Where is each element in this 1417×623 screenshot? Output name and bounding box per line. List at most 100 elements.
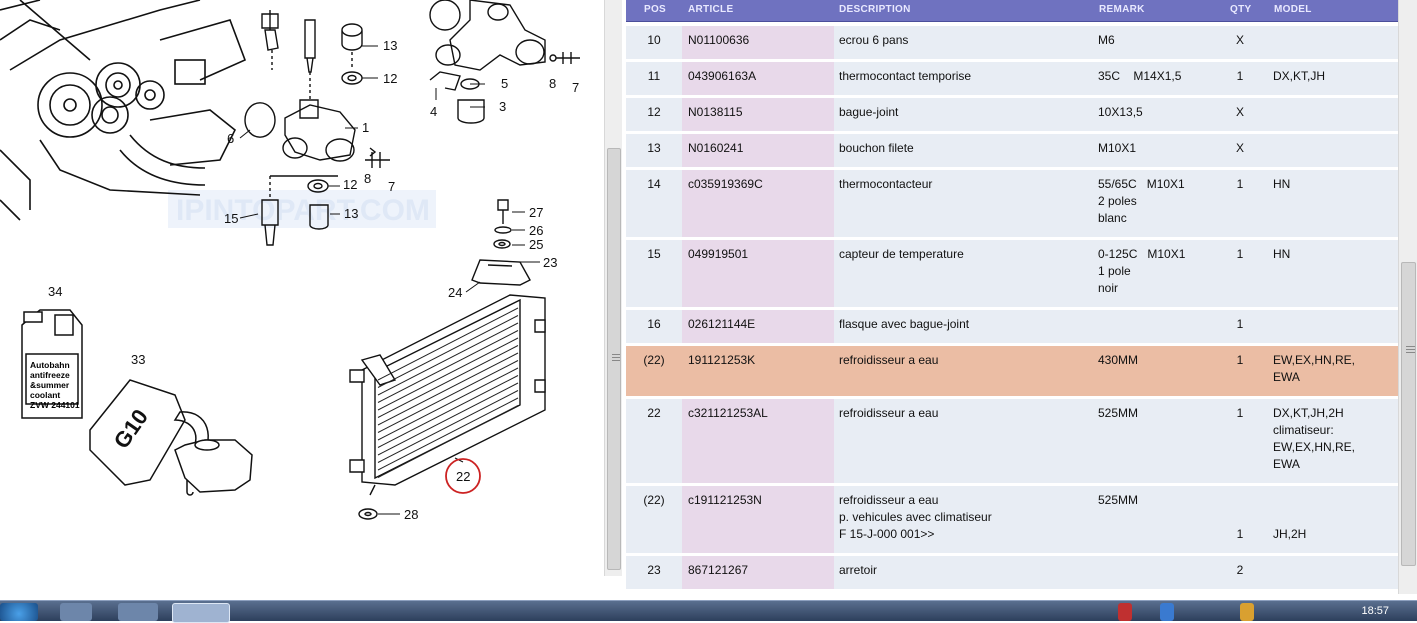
diagram-scrollbar-thumb[interactable] bbox=[607, 148, 621, 570]
callout-number[interactable]: 27 bbox=[529, 205, 543, 220]
cell-description: thermocontact temporise bbox=[839, 68, 971, 85]
callout-number[interactable]: 23 bbox=[543, 255, 557, 270]
callout-number[interactable]: 15 bbox=[224, 211, 238, 226]
thermo-parts-drawing bbox=[244, 10, 390, 246]
cell-model bbox=[1273, 562, 1276, 579]
header-model[interactable]: MODEL bbox=[1274, 4, 1312, 15]
cell-qty: X bbox=[1230, 32, 1250, 49]
header-remark[interactable]: REMARK bbox=[1099, 4, 1145, 15]
start-button[interactable] bbox=[0, 603, 38, 621]
callout-number[interactable]: 12 bbox=[383, 71, 397, 86]
cell-description-line: thermocontacteur bbox=[839, 177, 933, 191]
callout-number[interactable]: 13 bbox=[383, 38, 397, 53]
cell-model-line: HN bbox=[1273, 247, 1291, 261]
cell-qty-line: X bbox=[1235, 105, 1244, 119]
callout-number[interactable]: 34 bbox=[48, 284, 62, 299]
cell-model-line bbox=[1273, 492, 1306, 509]
callout-number[interactable]: 22 bbox=[456, 469, 470, 484]
cell-description: ecrou 6 pans bbox=[839, 32, 908, 49]
table-scrollbar[interactable] bbox=[1398, 0, 1417, 594]
cell-remark: 430MM bbox=[1098, 352, 1138, 369]
cell-description: arretoir bbox=[839, 562, 877, 579]
cell-pos-line: 15 bbox=[647, 247, 661, 261]
cell-description-line: F 15-J-000 001>> bbox=[839, 527, 935, 541]
cell-model: DX,KT,JH bbox=[1273, 68, 1325, 85]
cell-description: thermocontacteur bbox=[839, 176, 932, 193]
cell-qty: X bbox=[1230, 104, 1250, 121]
header-qty[interactable]: QTY bbox=[1230, 4, 1252, 15]
callout-number[interactable]: 13 bbox=[344, 206, 358, 221]
callout-number[interactable]: 12 bbox=[343, 177, 357, 192]
header-description[interactable]: DESCRIPTION bbox=[839, 4, 911, 15]
callout-number[interactable]: 24 bbox=[448, 285, 462, 300]
cell-remark-line: 1 pole bbox=[1098, 264, 1131, 278]
callout-number[interactable]: 26 bbox=[529, 223, 543, 238]
cell-pos-line: (22) bbox=[643, 493, 665, 507]
cell-pos: 10 bbox=[636, 32, 672, 49]
tray-icon[interactable] bbox=[1118, 603, 1132, 621]
cell-article-line: 867121267 bbox=[688, 563, 749, 577]
exploded-view-drawing: IPINTOPART.COM bbox=[0, 0, 580, 522]
callout-number[interactable]: 6 bbox=[227, 131, 234, 146]
callout-number[interactable]: 8 bbox=[364, 171, 371, 186]
diagram-scrollbar[interactable] bbox=[604, 0, 622, 576]
cell-description-line: ecrou 6 pans bbox=[839, 33, 909, 47]
cell-model-line bbox=[1273, 104, 1276, 121]
table-scrollbar-thumb[interactable] bbox=[1401, 262, 1416, 566]
cell-remark-line: 430MM bbox=[1098, 353, 1139, 367]
callout-number[interactable]: 5 bbox=[501, 76, 508, 91]
cell-remark: 35C M14X1,5 bbox=[1098, 68, 1181, 85]
scroll-grip bbox=[612, 357, 620, 358]
cell-article: c035919369C bbox=[688, 176, 763, 193]
cell-model-line: HN bbox=[1273, 177, 1291, 191]
radiator-fin bbox=[377, 315, 519, 388]
header-pos[interactable]: POS bbox=[644, 4, 667, 15]
cell-remark-line: 10X13,5 bbox=[1098, 105, 1143, 119]
cell-qty-line bbox=[1230, 509, 1250, 526]
jug-label-line: &summer bbox=[30, 380, 70, 390]
callout-number[interactable]: 25 bbox=[529, 237, 543, 252]
callout-number[interactable]: 28 bbox=[404, 507, 418, 522]
cell-qty-line: 2 bbox=[1236, 563, 1244, 577]
table-row[interactable]: 11 043906163A thermocontact temporise 35C M… bbox=[626, 62, 1398, 98]
firefox-taskbar-button[interactable] bbox=[172, 603, 230, 623]
tray-icon[interactable] bbox=[1160, 603, 1174, 621]
cell-remark-line: 55/65C M10X1 bbox=[1098, 177, 1185, 191]
cell-model-line bbox=[1273, 140, 1276, 157]
cell-description: bouchon filete bbox=[839, 140, 914, 157]
cell-model bbox=[1273, 104, 1276, 121]
callout-number[interactable]: 7 bbox=[572, 80, 579, 95]
cell-article: 867121267 bbox=[688, 562, 748, 579]
callout-number[interactable]: 1 bbox=[362, 120, 369, 135]
cell-pos-line: 11 bbox=[647, 69, 661, 83]
tray-icon[interactable] bbox=[1240, 603, 1254, 621]
cell-description-line: p. vehicules avec climatiseur bbox=[839, 510, 992, 524]
cell-remark: 10X13,5 bbox=[1098, 104, 1143, 121]
clock[interactable]: 18:57 bbox=[1361, 605, 1389, 617]
cell-remark-line: 0-125C M10X1 bbox=[1098, 247, 1186, 261]
callout-number[interactable]: 33 bbox=[131, 352, 145, 367]
cell-description-line: bouchon filete bbox=[839, 141, 914, 155]
article-column-bg bbox=[682, 98, 834, 131]
callout-number[interactable]: 4 bbox=[430, 104, 437, 119]
callout-number[interactable]: 8 bbox=[549, 76, 556, 91]
callout-number[interactable]: 3 bbox=[499, 99, 506, 114]
explorer-taskbar-button[interactable] bbox=[118, 603, 158, 621]
selected-part-circle[interactable] bbox=[445, 458, 481, 494]
media-player-taskbar-button[interactable] bbox=[60, 603, 92, 621]
header-article[interactable]: ARTICLE bbox=[688, 4, 734, 15]
callout-number[interactable]: 7 bbox=[388, 179, 395, 194]
cell-qty-line: 1 bbox=[1236, 177, 1244, 191]
cell-article-line: 043906163A bbox=[688, 69, 757, 83]
cell-description-line: capteur de temperature bbox=[839, 247, 964, 261]
